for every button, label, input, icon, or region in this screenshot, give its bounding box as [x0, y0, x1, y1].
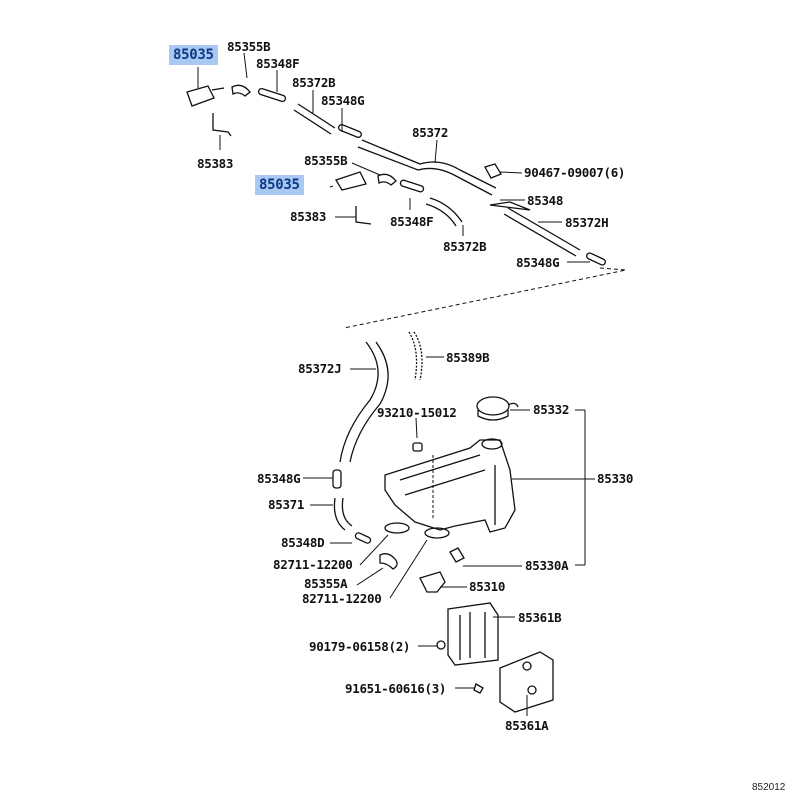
part-label-85348d[interactable]: 85348D	[281, 535, 325, 550]
part-label-82711-12200[interactable]: 82711-12200	[273, 557, 353, 572]
part-label-91651-60616[interactable]: 91651-60616(3)	[345, 681, 447, 696]
part-label-82711-12200[interactable]: 82711-12200	[302, 591, 382, 606]
part-label-85035-highlighted[interactable]: 85035	[255, 175, 304, 195]
part-label-85372j[interactable]: 85372J	[298, 361, 342, 376]
part-label-85361a[interactable]: 85361A	[505, 718, 549, 733]
part-label-85383[interactable]: 85383	[197, 156, 234, 171]
diagram-code: 852012	[752, 782, 786, 793]
part-label-85355b[interactable]: 85355B	[227, 39, 271, 54]
upper-nozzle-group	[186, 84, 606, 266]
leader-lines	[197, 52, 595, 716]
part-label-85035-highlighted[interactable]: 85035	[169, 45, 218, 65]
tank-group	[332, 331, 554, 713]
part-label-85348[interactable]: 85348	[527, 193, 564, 208]
part-label-85361b[interactable]: 85361B	[518, 610, 562, 625]
part-label-85348f[interactable]: 85348F	[390, 214, 434, 229]
part-label-85372b[interactable]: 85372B	[292, 75, 336, 90]
part-label-85372[interactable]: 85372	[412, 125, 449, 140]
part-label-85348g[interactable]: 85348G	[321, 93, 365, 108]
part-label-85389b[interactable]: 85389B	[446, 350, 490, 365]
part-label-85330[interactable]: 85330	[597, 471, 634, 486]
part-label-85348g[interactable]: 85348G	[257, 471, 301, 486]
part-label-85330a[interactable]: 85330A	[525, 558, 569, 573]
part-label-90179-06158[interactable]: 90179-06158(2)	[309, 639, 411, 654]
part-label-85383[interactable]: 85383	[290, 209, 327, 224]
part-label-85348f[interactable]: 85348F	[256, 56, 300, 71]
part-label-85355a[interactable]: 85355A	[304, 576, 348, 591]
part-label-85371[interactable]: 85371	[268, 497, 305, 512]
part-label-85348g[interactable]: 85348G	[516, 255, 560, 270]
dashed-connector	[343, 267, 627, 329]
part-label-85355b[interactable]: 85355B	[304, 153, 348, 168]
part-label-85310[interactable]: 85310	[469, 579, 506, 594]
part-label-85372h[interactable]: 85372H	[565, 215, 609, 230]
part-label-85372b[interactable]: 85372B	[443, 239, 487, 254]
part-label-85332[interactable]: 85332	[533, 402, 570, 417]
part-label-90467-09007[interactable]: 90467-09007(6)	[524, 165, 626, 180]
part-label-93210-15012[interactable]: 93210-15012	[377, 405, 457, 420]
